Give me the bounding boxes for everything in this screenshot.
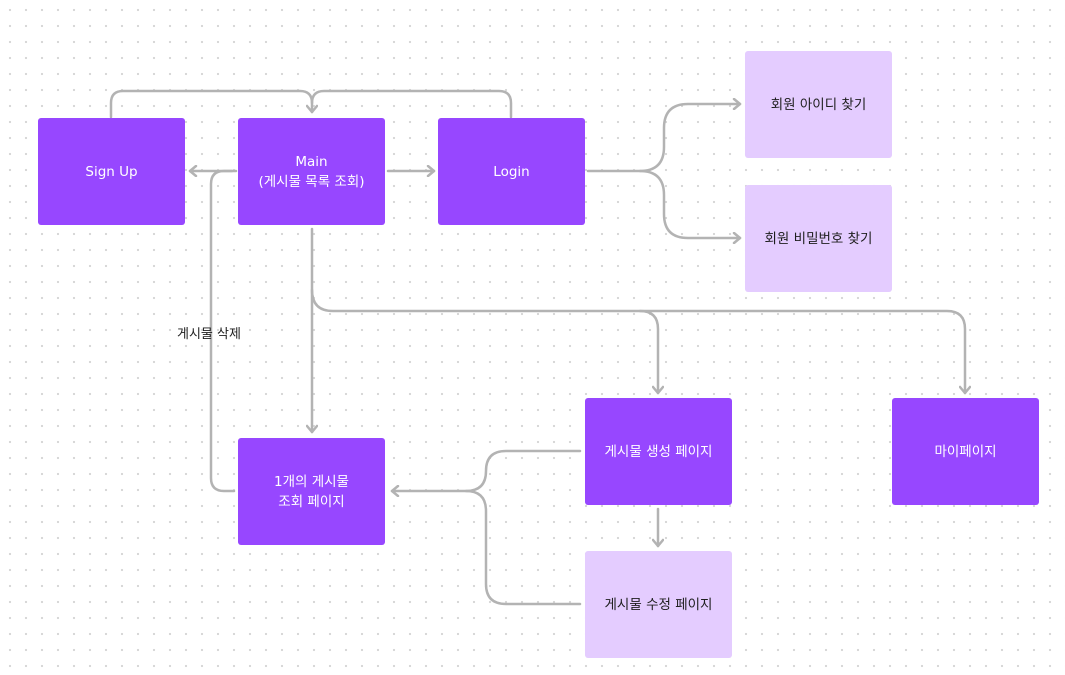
- node-login[interactable]: Login: [438, 118, 585, 225]
- connector-main-to-post-create: [310, 288, 658, 395]
- connector-login-to-find-id: [586, 104, 742, 173]
- node-login-label: Login: [493, 163, 530, 180]
- node-post-edit-label: 게시물 수정 페이지: [604, 596, 713, 613]
- node-post-create-label: 게시물 생성 페이지: [604, 443, 713, 460]
- node-main[interactable]: Main (게시물 목록 조회): [238, 118, 385, 225]
- node-find-id-label: 회원 아이디 찾기: [770, 96, 867, 113]
- node-post-create[interactable]: 게시물 생성 페이지: [585, 398, 732, 505]
- node-post-detail-label: 1개의 게시물 조회 페이지: [274, 473, 349, 510]
- node-find-password[interactable]: 회원 비밀번호 찾기: [745, 185, 892, 292]
- connector-login-to-main: [310, 89, 513, 119]
- node-signup-label: Sign Up: [85, 163, 138, 180]
- node-main-label: Main (게시물 목록 조회): [258, 153, 365, 190]
- node-find-password-label: 회원 비밀번호 찾기: [764, 230, 873, 247]
- node-mypage[interactable]: 마이페이지: [892, 398, 1039, 505]
- node-find-id[interactable]: 회원 아이디 찾기: [745, 51, 892, 158]
- connector-post-edit-to-post-detail: [464, 489, 582, 606]
- connector-main-to-mypage: [638, 309, 965, 395]
- node-signup[interactable]: Sign Up: [38, 118, 185, 225]
- connector-signup-to-main: [109, 89, 312, 119]
- node-post-edit[interactable]: 게시물 수정 페이지: [585, 551, 732, 658]
- node-post-detail[interactable]: 1개의 게시물 조회 페이지: [238, 438, 385, 545]
- edge-label-delete-post: 게시물 삭제: [177, 327, 241, 342]
- node-mypage-label: 마이페이지: [934, 443, 997, 460]
- connector-post-create-to-post-detail: [390, 449, 582, 491]
- connector-login-to-find-password: [638, 169, 742, 238]
- connector-post-detail-to-signup: [209, 169, 236, 493]
